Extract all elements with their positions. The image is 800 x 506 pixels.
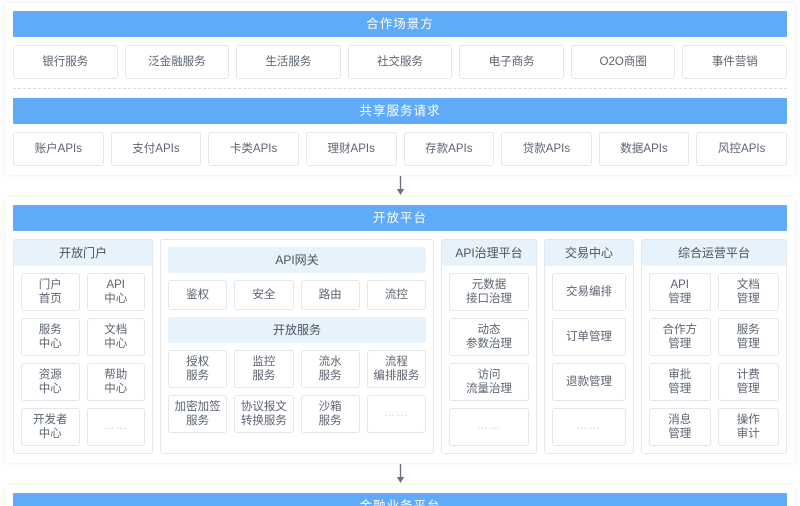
platform-item[interactable]: 服务 中心: [21, 318, 80, 356]
column-header: 开放门户: [14, 240, 152, 266]
platform-item[interactable]: 路由: [300, 280, 360, 310]
item-grid: API 管理文档 管理合作方 管理服务 管理审批 管理计费 管理消息 管理操作 …: [649, 273, 779, 446]
subpanel-body: 授权 服务监控 服务流水 服务流程 编排服务加密加签 服务协议报文 转换服务沙箱…: [168, 343, 426, 433]
api-request-item[interactable]: 风控APIs: [696, 132, 787, 166]
platform-item[interactable]: 沙箱 服务: [300, 395, 360, 433]
platform-item[interactable]: 帮助 中心: [86, 363, 145, 401]
item-grid: 鉴权安全路由流控: [168, 280, 426, 310]
connector-arrow-down-1: [5, 175, 795, 197]
platform-item[interactable]: 消息 管理: [649, 408, 711, 446]
platform-item[interactable]: 资源 中心: [21, 363, 80, 401]
subpanel-header: 开放服务: [168, 317, 426, 343]
platform-item[interactable]: 加密加签 服务: [168, 395, 228, 433]
partners-title-bar: 合作场景方: [13, 11, 787, 37]
partner-item[interactable]: 银行服务: [13, 45, 118, 79]
platform-item[interactable]: 流控: [366, 280, 426, 310]
column-header: 综合运营平台: [642, 240, 786, 266]
column-body: 元数据 接口治理动态 参数治理访问 流量治理 ……: [442, 266, 536, 446]
platform-title-bar: 开放平台: [13, 205, 787, 231]
platform-item[interactable]: 安全: [234, 280, 294, 310]
platform-item[interactable]: 计费 管理: [717, 363, 779, 401]
partner-item[interactable]: O2O商圈: [570, 45, 676, 79]
api-request-item[interactable]: 贷款APIs: [501, 132, 592, 166]
subpanel-header: API网关: [168, 247, 426, 273]
platform-item[interactable]: ……: [366, 395, 426, 433]
subpanel-open-service: 开放服务授权 服务监控 服务流水 服务流程 编排服务加密加签 服务协议报文 转换…: [168, 317, 426, 433]
platform-item[interactable]: 文档 中心: [86, 318, 145, 356]
platform-item[interactable]: 订单管理: [552, 318, 626, 356]
platform-item[interactable]: ……: [552, 408, 626, 446]
subpanel-body: 鉴权安全路由流控: [168, 273, 426, 310]
platform-item[interactable]: 流程 编排服务: [366, 350, 426, 388]
column-api-governance: API治理平台元数据 接口治理动态 参数治理访问 流量治理 ……: [441, 239, 537, 454]
platform-item[interactable]: 操作 审计: [717, 408, 779, 446]
platform-item[interactable]: 元数据 接口治理: [449, 273, 529, 311]
platform-item[interactable]: 审批 管理: [649, 363, 711, 401]
api-request-item[interactable]: 支付APIs: [110, 132, 202, 166]
partner-item[interactable]: 泛金融服务: [124, 45, 230, 79]
item-grid: 交易编排订单管理退款管理 ……: [552, 273, 626, 446]
api-request-item[interactable]: 数据APIs: [598, 132, 690, 166]
partner-item[interactable]: 电子商务: [459, 45, 564, 79]
platform-item[interactable]: 协议报文 转换服务: [234, 395, 294, 433]
platform-item[interactable]: 授权 服务: [168, 350, 228, 388]
column-body: 交易编排订单管理退款管理 ……: [545, 266, 633, 446]
platform-item[interactable]: ……: [86, 408, 145, 446]
platform-item[interactable]: API 中心: [86, 273, 145, 311]
partner-item[interactable]: 社交服务: [347, 45, 453, 79]
column-body: API 管理文档 管理合作方 管理服务 管理审批 管理计费 管理消息 管理操作 …: [642, 266, 786, 446]
platform-item[interactable]: 开发者 中心: [21, 408, 80, 446]
item-grid: 元数据 接口治理动态 参数治理访问 流量治理 ……: [449, 273, 529, 446]
platform-item[interactable]: 门户 首页: [21, 273, 80, 311]
platform-item[interactable]: API 管理: [649, 273, 711, 311]
column-header: 交易中心: [545, 240, 633, 266]
platform-item[interactable]: 合作方 管理: [649, 318, 711, 356]
api-request-item[interactable]: 存款APIs: [403, 132, 495, 166]
platform-item[interactable]: 交易编排: [552, 273, 626, 311]
platform-item[interactable]: 流水 服务: [300, 350, 360, 388]
api-request-item[interactable]: 账户APIs: [13, 132, 104, 166]
platform-item[interactable]: 访问 流量治理: [449, 363, 529, 401]
subpanel-api-gateway: API网关鉴权安全路由流控: [168, 247, 426, 310]
column-trade-center: 交易中心交易编排订单管理退款管理 ……: [544, 239, 634, 454]
partner-item[interactable]: 生活服务: [236, 45, 341, 79]
platform-item[interactable]: 鉴权: [168, 280, 228, 310]
section-divider: [13, 88, 787, 89]
section-business-platform: 金融业务平台 额度 中心费率 中心贷款 中心存款 中心用户 中心数据 服务营销 …: [5, 485, 795, 506]
requests-title-bar: 共享服务请求: [13, 98, 787, 124]
partner-item[interactable]: 事件营销: [682, 45, 788, 79]
api-request-item[interactable]: 理财APIs: [305, 132, 397, 166]
api-request-item[interactable]: 卡类APIs: [208, 132, 299, 166]
column-api-gateway: API网关鉴权安全路由流控开放服务授权 服务监控 服务流水 服务流程 编排服务加…: [160, 239, 434, 454]
business-title-bar: 金融业务平台: [13, 493, 787, 506]
platform-item[interactable]: 文档 管理: [717, 273, 779, 311]
platform-item[interactable]: ……: [449, 408, 529, 446]
platform-item[interactable]: 动态 参数治理: [449, 318, 529, 356]
platform-item[interactable]: 服务 管理: [717, 318, 779, 356]
item-grid: 授权 服务监控 服务流水 服务流程 编排服务加密加签 服务协议报文 转换服务沙箱…: [168, 350, 426, 433]
platform-item[interactable]: 监控 服务: [234, 350, 294, 388]
connector-arrow-down-2: [5, 463, 795, 485]
platform-item[interactable]: 退款管理: [552, 363, 626, 401]
column-header: API治理平台: [442, 240, 536, 266]
column-operations: 综合运营平台 API 管理文档 管理合作方 管理服务 管理审批 管理计费 管理消息…: [641, 239, 787, 454]
